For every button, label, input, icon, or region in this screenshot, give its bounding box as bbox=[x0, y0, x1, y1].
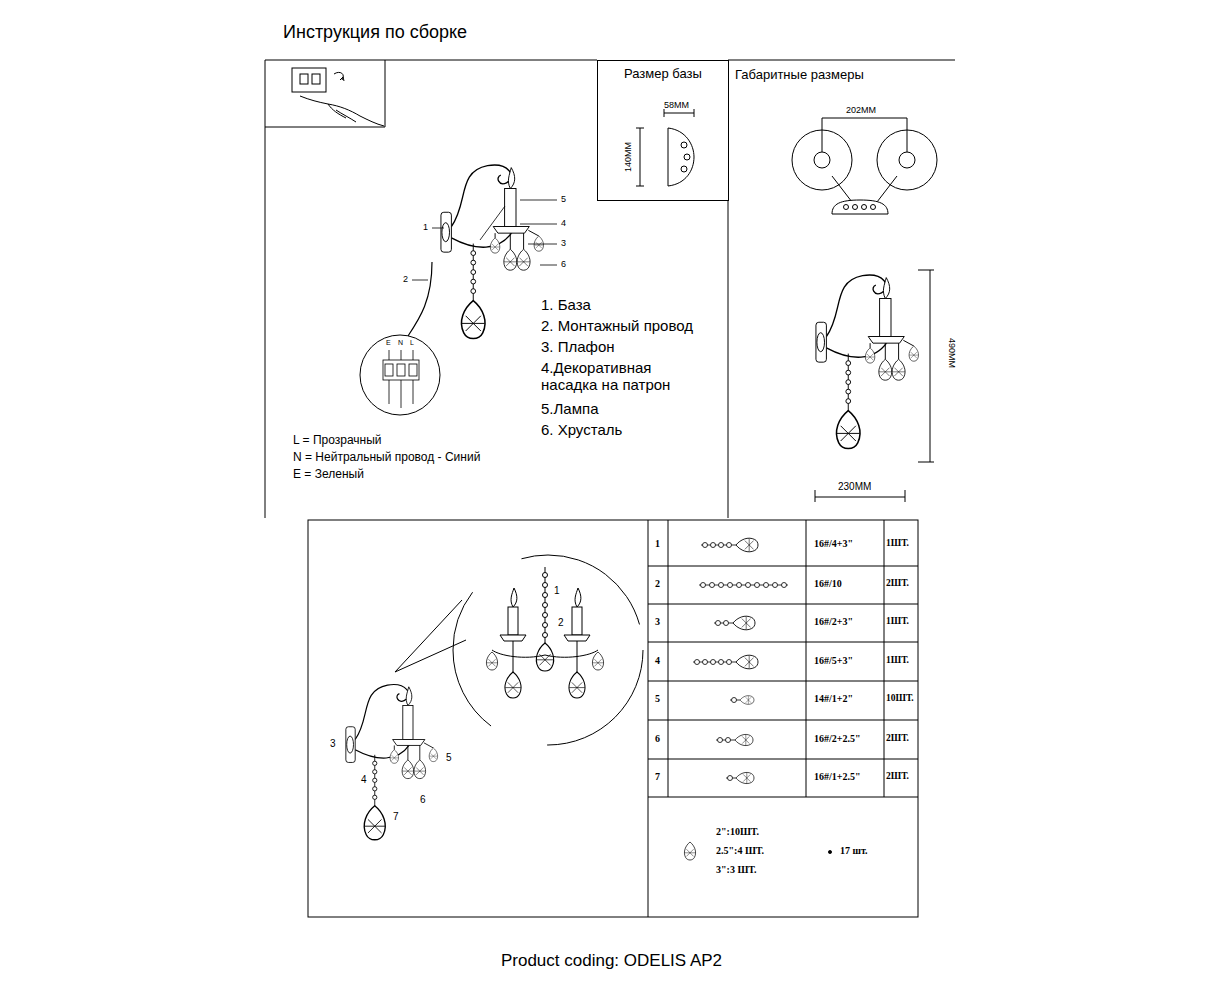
part-name: 6. Хрусталь bbox=[541, 421, 622, 438]
terminal-label: N bbox=[398, 339, 403, 347]
table-cell: 16#/2+2.5" bbox=[814, 733, 861, 745]
dimension-label: 490MM bbox=[947, 338, 957, 368]
callout-number: 7 bbox=[393, 811, 399, 823]
callout-number: 1 bbox=[423, 222, 428, 232]
table-cell: 3 bbox=[655, 616, 660, 628]
panel-heading: Размер базы bbox=[624, 67, 702, 82]
callout-number: 2 bbox=[403, 274, 408, 284]
table-cell: 5 bbox=[655, 693, 660, 705]
table-cell: 16#/5+3" bbox=[814, 655, 853, 667]
callout-number: 4 bbox=[361, 774, 367, 786]
table-cell: 1ШТ. bbox=[886, 655, 909, 666]
panel-heading: Габаритные размеры bbox=[735, 68, 864, 83]
table-cell: 2ШТ. bbox=[886, 771, 909, 782]
table-cell: 16#/2+3" bbox=[814, 616, 853, 628]
total-note: 2":10ШТ. bbox=[716, 826, 759, 838]
wire-note: L = Прозрачный bbox=[293, 434, 382, 448]
callout-number: 5 bbox=[446, 752, 452, 764]
dimension-label: 140MM bbox=[623, 142, 633, 172]
callout-number: 6 bbox=[420, 794, 426, 806]
table-cell: 1ШТ. bbox=[886, 616, 909, 627]
terminal-label: E bbox=[386, 339, 391, 347]
table-cell: 14#/1+2" bbox=[814, 693, 853, 705]
wire-note: E = Зеленый bbox=[293, 468, 364, 482]
callout-number: 3 bbox=[330, 738, 336, 750]
table-cell: 10ШТ. bbox=[886, 693, 914, 704]
table-cell: 2ШТ. bbox=[886, 578, 909, 589]
dimension-label: 202MM bbox=[846, 105, 876, 115]
table-cell: 2 bbox=[655, 578, 660, 590]
wire-note: N = Нейтральный провод - Синий bbox=[293, 451, 480, 465]
part-name: 5.Лампа bbox=[541, 400, 598, 417]
table-cell: 1ШТ. bbox=[886, 538, 909, 549]
table-cell: 16#/4+3" bbox=[814, 538, 853, 550]
total-note: 3":3 ШТ. bbox=[716, 864, 757, 876]
part-name: 3. Плафон bbox=[541, 338, 615, 355]
callout-number: 6 bbox=[561, 259, 566, 269]
total-note: 17 шт. bbox=[840, 845, 868, 857]
table-cell: 2ШТ. bbox=[886, 733, 909, 744]
callout-number: 4 bbox=[561, 218, 566, 228]
part-name: 2. Монтажный провод bbox=[541, 317, 693, 334]
table-cell: 4 bbox=[655, 655, 660, 667]
product-code: Product coding: ODELIS AP2 bbox=[0, 951, 1223, 971]
table-cell: 7 bbox=[655, 771, 660, 783]
part-name: 4.Декоративная насадка на патрон bbox=[541, 359, 706, 394]
dimension-label: 230MM bbox=[838, 481, 871, 493]
part-name: 1. База bbox=[541, 296, 591, 313]
table-cell: 16#/1+2.5" bbox=[814, 771, 861, 783]
callout-number: 1 bbox=[554, 585, 560, 597]
table-cell: 16#/10 bbox=[814, 578, 842, 590]
callout-number: 5 bbox=[561, 194, 566, 204]
terminal-label: L bbox=[410, 339, 414, 347]
callout-number: 2 bbox=[558, 617, 564, 629]
table-cell: 6 bbox=[655, 733, 660, 745]
callout-number: 3 bbox=[561, 238, 566, 248]
table-cell: 1 bbox=[655, 538, 660, 550]
page-title: Инструкция по сборке bbox=[283, 22, 467, 43]
dimension-label: 58MM bbox=[664, 100, 689, 110]
total-note: 2.5":4 ШТ. bbox=[716, 845, 764, 857]
panel-box: Размер базы bbox=[597, 60, 729, 201]
